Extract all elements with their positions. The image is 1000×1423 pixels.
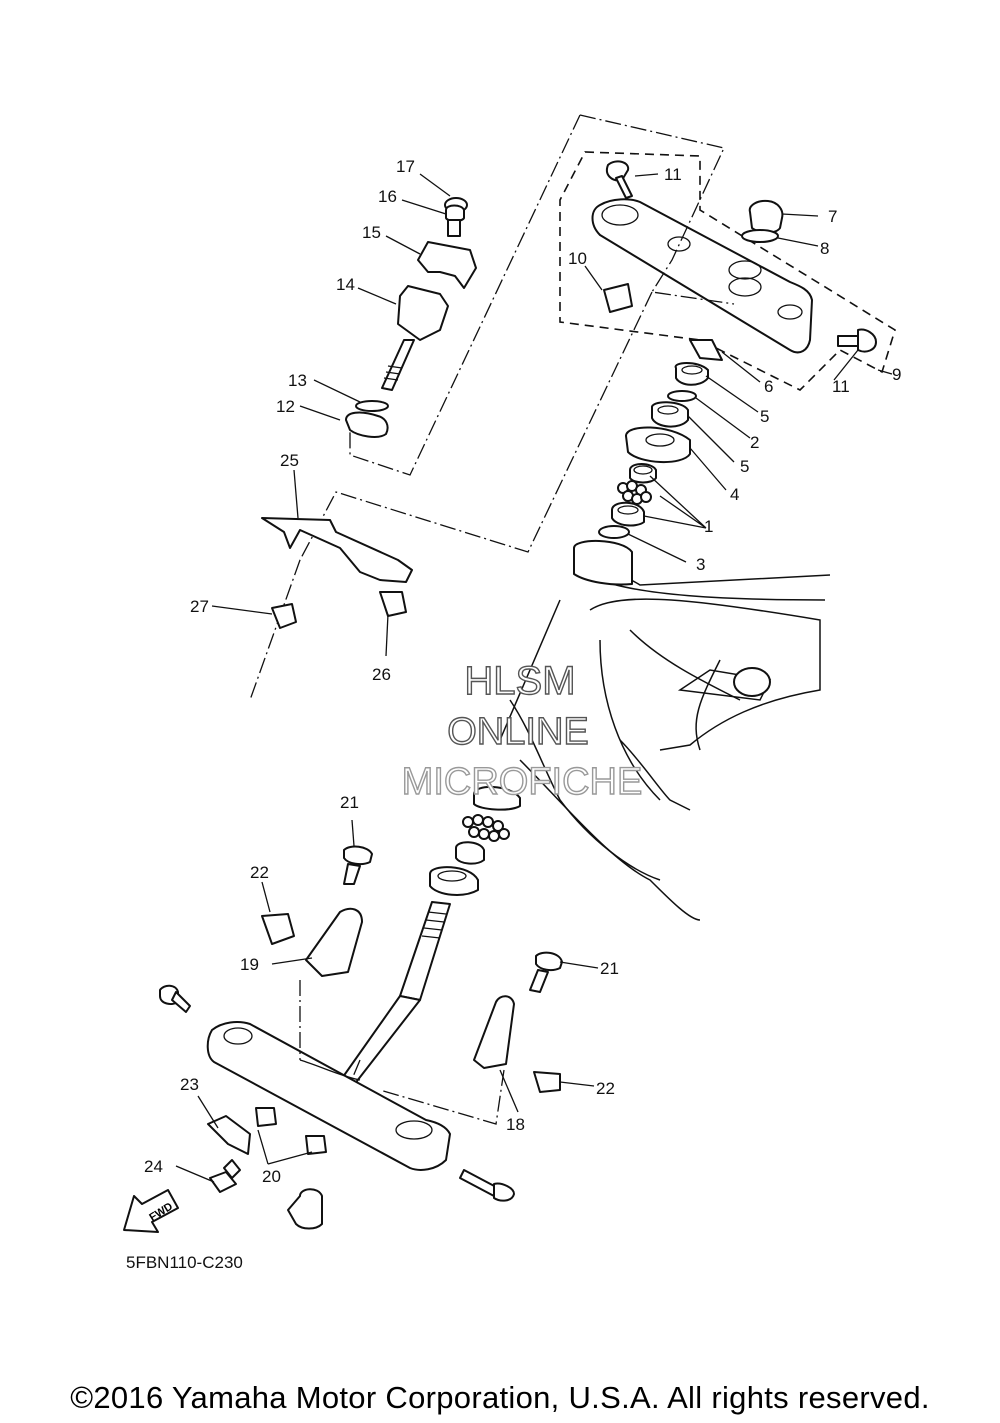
callout-13: 13 — [288, 371, 307, 390]
watermark-line2: ONLINE — [447, 711, 588, 753]
steering-stem — [337, 901, 451, 1091]
callout-12: 12 — [276, 397, 295, 416]
handlebar-holder-upper-15 — [417, 241, 477, 289]
callout-9: 9 — [892, 365, 901, 384]
callout-19: 19 — [240, 955, 259, 974]
bolt-11-right — [837, 328, 877, 353]
ring-nut-5-lower — [651, 401, 689, 428]
race-3 — [598, 525, 630, 539]
callout-7: 7 — [828, 207, 837, 226]
callout-25: 25 — [280, 451, 299, 470]
callout-8: 8 — [820, 239, 829, 258]
clamp-22-lower — [533, 1071, 561, 1093]
callout-15: 15 — [362, 223, 381, 242]
callout-20: 20 — [262, 1167, 281, 1186]
head-pipe — [573, 539, 633, 586]
washer-8 — [741, 229, 779, 243]
clip-26 — [379, 591, 407, 617]
callouts: 1 2 3 4 5 5 6 7 8 9 10 11 11 12 13 14 15… — [144, 157, 901, 1186]
bolt-16 — [445, 204, 465, 237]
washer-2 — [667, 390, 697, 402]
nut-20-b — [305, 1135, 327, 1155]
dust-seal-4 — [625, 426, 691, 464]
callout-21-lower: 21 — [600, 959, 619, 978]
callout-23: 23 — [180, 1075, 199, 1094]
bolt-24 — [209, 1159, 241, 1193]
under-bracket-hole-right — [395, 1120, 433, 1140]
callout-5-upper: 5 — [760, 407, 769, 426]
callout-11-right: 11 — [832, 377, 850, 396]
bolt-11-top — [606, 160, 633, 199]
callout-2: 2 — [750, 433, 759, 452]
pinch-bolt-right — [459, 1169, 515, 1202]
callout-1: 1 — [704, 517, 713, 536]
callout-22-lower: 22 — [596, 1079, 615, 1098]
cover-6 — [689, 339, 723, 361]
callout-14: 14 — [336, 275, 355, 294]
watermark-line1: HLSM — [464, 659, 575, 703]
callout-4: 4 — [730, 485, 739, 504]
damper-12 — [345, 411, 389, 438]
callout-11-top: 11 — [664, 165, 682, 184]
copyright-notice: ©2016 Yamaha Motor Corporation, U.S.A. A… — [70, 1380, 930, 1415]
callout-22-upper: 22 — [250, 863, 269, 882]
watermark-line3: MICROFICHE — [402, 761, 643, 803]
nut-20-a — [255, 1107, 277, 1127]
washer-13 — [355, 400, 389, 412]
callout-5-lower: 5 — [740, 457, 749, 476]
callout-18: 18 — [506, 1115, 525, 1134]
callout-10: 10 — [568, 249, 587, 268]
handlebar-holder-group-outline — [349, 114, 735, 476]
under-bracket-hole-left — [223, 1027, 253, 1045]
leader-lines — [175, 173, 893, 1183]
pinch-bolt-left — [159, 984, 191, 1013]
bracket-25 — [261, 517, 413, 583]
clamp-22-upper — [261, 913, 295, 945]
upper-bracket — [591, 198, 813, 354]
diagram-code: 5FBN110-C230 — [126, 1253, 243, 1272]
frame-head-pipe — [499, 559, 831, 921]
bracket-23 — [207, 1115, 251, 1155]
ring-nut-5-upper — [674, 362, 709, 386]
bearing-race-lower — [429, 786, 521, 896]
nut-7 — [748, 199, 784, 234]
callout-3: 3 — [696, 555, 705, 574]
bracket-19 — [305, 907, 363, 977]
callout-6: 6 — [764, 377, 773, 396]
callout-16: 16 — [378, 187, 397, 206]
watermark: HLSM ONLINE MICROFICHE — [401, 658, 643, 803]
callout-27: 27 — [190, 597, 209, 616]
callout-21-upper: 21 — [340, 793, 359, 812]
bracket-18 — [473, 995, 515, 1069]
stem-bottom-nut — [287, 1188, 323, 1230]
nut-27 — [271, 603, 297, 629]
callout-17: 17 — [396, 157, 415, 176]
steering-stem-link-line — [249, 291, 653, 701]
callout-26: 26 — [372, 665, 391, 684]
upper-bracket-group-outline — [559, 151, 896, 391]
bearing-1-upper — [611, 463, 657, 527]
bolt-21-upper — [343, 845, 373, 885]
callout-24: 24 — [144, 1157, 163, 1176]
handlebar-holder-lower-14 — [381, 285, 449, 391]
fwd-arrow-icon: FWD — [123, 1189, 179, 1233]
under-bracket — [206, 1021, 451, 1171]
bolt-21-lower — [529, 951, 563, 993]
